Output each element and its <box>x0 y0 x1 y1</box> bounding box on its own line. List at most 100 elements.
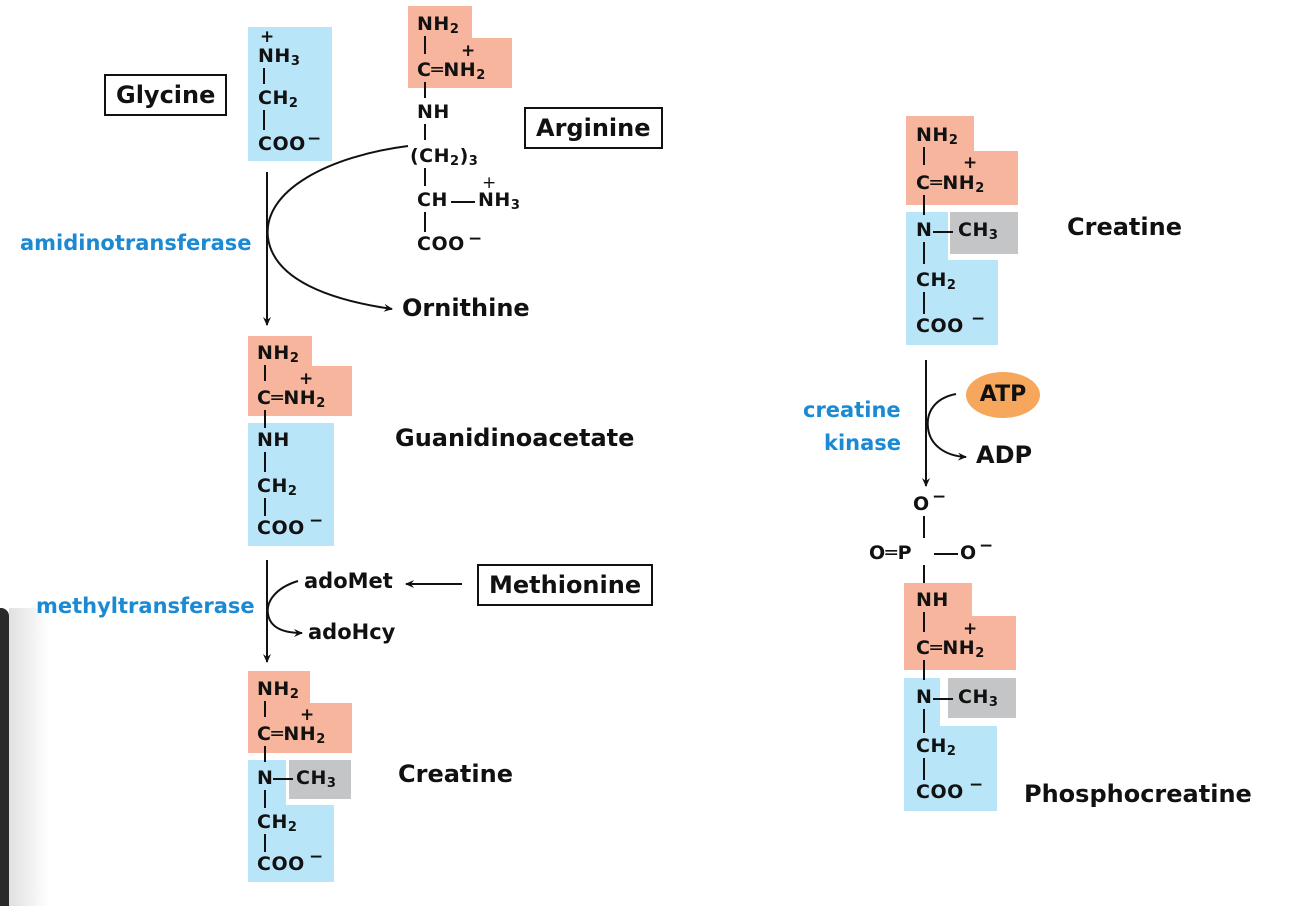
arginine-plus-charge: + <box>461 41 476 61</box>
creatine-left-coo: COO <box>257 853 305 875</box>
phospho-ch2: CH2 <box>916 735 957 759</box>
creatine-right-methyl-highlight <box>950 212 1018 254</box>
bond <box>264 498 266 516</box>
bond <box>424 82 426 98</box>
phospho-minus: − <box>969 775 984 795</box>
bond <box>923 242 925 264</box>
glycine-highlight <box>248 27 332 161</box>
phospho-o-right: O <box>960 542 977 564</box>
creatine-right-c-nh2: C═NH2 <box>916 172 985 196</box>
bond <box>923 758 925 780</box>
bond <box>264 746 266 762</box>
creatine-right-plus: + <box>963 153 978 173</box>
phospho-ch3: CH3 <box>958 686 999 710</box>
phospho-n: N <box>916 686 933 708</box>
phospho-methyl-highlight <box>948 678 1016 718</box>
guanidinoacetate-minus: − <box>309 511 324 531</box>
guanidinoacetate-ch2: CH2 <box>257 475 298 499</box>
creatine-right-minus: − <box>971 309 986 329</box>
bond <box>424 36 426 54</box>
atp-badge: ATP <box>966 372 1040 418</box>
arginine-nh3: NH3 <box>478 189 521 213</box>
bond <box>264 410 266 428</box>
side-panel-edge <box>0 608 9 906</box>
arginine-nh3-plus: + <box>482 173 497 193</box>
phospho-o-p: O═P <box>869 542 913 564</box>
bond <box>451 201 475 203</box>
arginine-c-nh2: C═NH2 <box>417 59 486 83</box>
creatine-left-n: N <box>257 767 274 789</box>
guanidinoacetate-glycine-highlight <box>248 423 334 546</box>
guanidinoacetate-label: Guanidinoacetate <box>395 424 635 452</box>
creatine-left-methyl-highlight <box>289 760 351 799</box>
glycine-label: Glycine <box>104 74 228 116</box>
methionine-label: Methionine <box>477 564 654 606</box>
creatine-right-n: N <box>916 219 933 241</box>
bond <box>263 110 265 130</box>
phospho-amidino-highlight-2 <box>904 616 1016 670</box>
phospho-plus: + <box>963 619 978 639</box>
creatine-left-c-nh2: C═NH2 <box>257 723 326 747</box>
phospho-nh: NH <box>916 589 949 611</box>
bond <box>424 168 426 186</box>
creatine-right-label: Creatine <box>1067 213 1182 241</box>
enzyme-kinase-label-line2: kinase <box>824 431 902 455</box>
enzyme-methyltransferase: methyltransferase <box>36 594 255 618</box>
bond <box>264 452 266 472</box>
bond <box>923 516 925 538</box>
enzyme-creatine-label-line1: creatine <box>803 398 901 422</box>
bond <box>273 778 293 780</box>
bond <box>923 292 925 314</box>
guanidinoacetate-c-nh2: C═NH2 <box>257 387 326 411</box>
bond <box>424 212 426 232</box>
enzyme-amidinotransferase: amidinotransferase <box>20 231 252 255</box>
bond <box>923 660 925 680</box>
glycine-ch2: CH2 <box>258 87 299 111</box>
creatine-left-nh2: NH2 <box>257 678 300 702</box>
creatine-right-nh2: NH2 <box>916 124 959 148</box>
glycine-nh3: NH3 <box>258 45 301 69</box>
arrow-atp-to-adp <box>926 393 967 461</box>
phospho-c-nh2: C═NH2 <box>916 637 985 661</box>
glycine-coo: COO <box>258 133 306 155</box>
creatine-right-glycine-highlight-2 <box>906 260 998 345</box>
bond <box>424 124 426 140</box>
phospho-coo: COO <box>916 781 964 803</box>
bond <box>923 612 925 632</box>
bond <box>264 790 266 808</box>
phospho-o-top: O <box>913 493 930 515</box>
bond <box>934 553 958 555</box>
bond <box>264 365 266 381</box>
creatine-left-ch2: CH2 <box>257 811 298 835</box>
creatine-right-ch2: CH2 <box>916 269 957 293</box>
bond <box>264 834 266 852</box>
adohcy-label: adoHcy <box>308 620 396 644</box>
creatine-left-minus: − <box>309 847 324 867</box>
creatine-left-plus: + <box>300 705 315 725</box>
adp-label: ADP <box>976 441 1033 469</box>
bond <box>923 565 925 585</box>
arginine-nh2: NH2 <box>417 13 460 37</box>
phosphocreatine-label: Phosphocreatine <box>1024 780 1252 808</box>
bond <box>933 231 953 233</box>
ornithine-label: Ornithine <box>402 294 530 322</box>
bond <box>923 195 925 215</box>
side-panel-shadow <box>9 608 49 906</box>
arrow-adomet-to-adohcy <box>266 580 303 637</box>
glycine-minus-charge: − <box>307 129 322 149</box>
phospho-o-right-minus: − <box>979 536 994 556</box>
arginine-ch2-3: (CH2)3 <box>410 145 479 169</box>
bond <box>923 709 925 733</box>
guanidinoacetate-coo: COO <box>257 517 305 539</box>
guanidinoacetate-nh2: NH2 <box>257 342 300 366</box>
arginine-minus-charge: − <box>468 229 483 249</box>
phospho-glycine-highlight-2 <box>904 726 997 811</box>
phospho-o-top-minus: − <box>932 487 947 507</box>
guanidinoacetate-plus: + <box>299 369 314 389</box>
guanidinoacetate-nh: NH <box>257 429 290 451</box>
glycine-plus-charge: + <box>260 27 275 47</box>
bond <box>264 701 266 717</box>
creatine-right-coo: COO <box>916 315 964 337</box>
arginine-ch: CH <box>417 189 448 211</box>
